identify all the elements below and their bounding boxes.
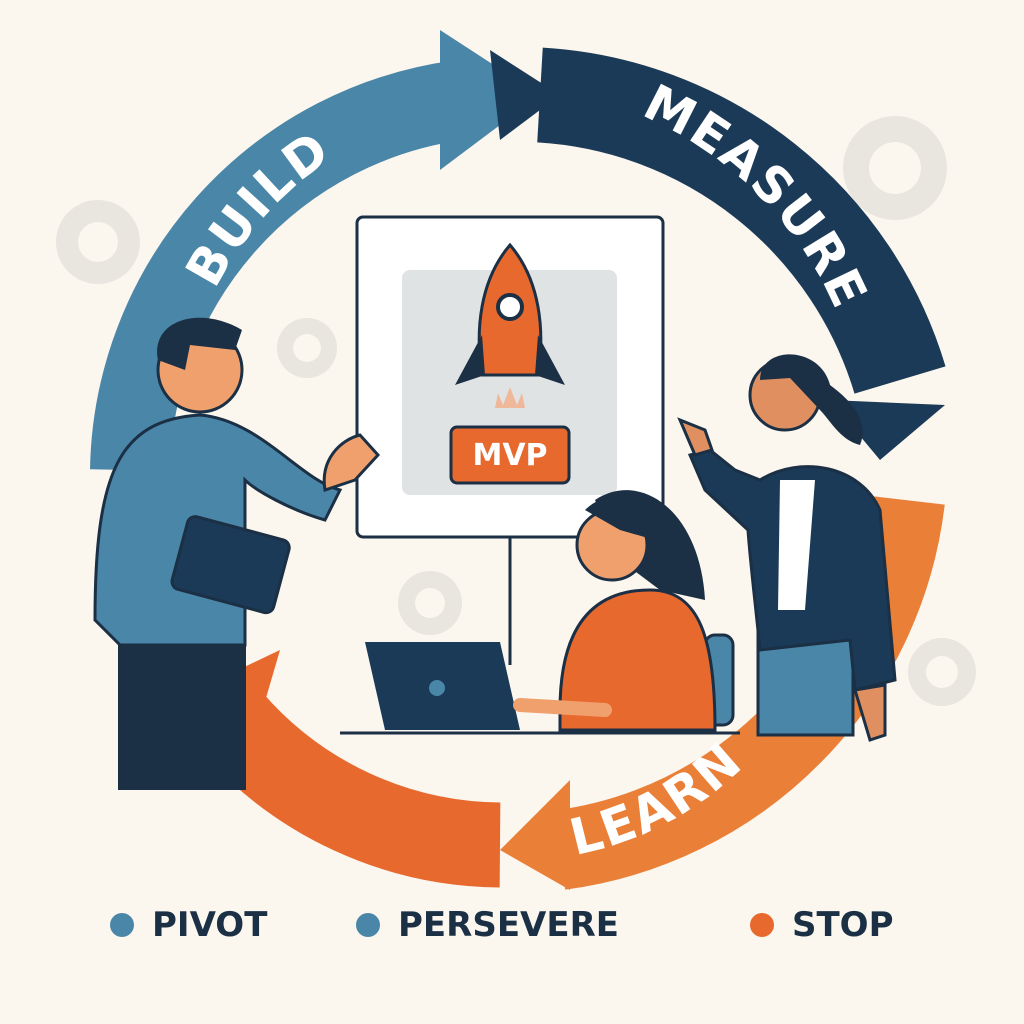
- legend-label: STOP: [792, 905, 894, 945]
- measure-arrow: [490, 47, 946, 460]
- seated-person: [513, 490, 735, 732]
- legend-label: PIVOT: [152, 905, 268, 945]
- legend: PIVOT PERSEVERE STOP: [0, 905, 1024, 955]
- mvp-badge: [449, 425, 571, 485]
- legend-dot: [110, 913, 134, 937]
- presentation-board: [355, 215, 665, 665]
- standing-man: [93, 317, 381, 790]
- standing-woman: [677, 354, 897, 742]
- mvp-badge-label: MVP: [472, 438, 547, 473]
- legend-item-pivot: PIVOT: [110, 905, 267, 945]
- build-arrow: [90, 30, 540, 472]
- legend-item-persevere: PERSEVERE: [356, 905, 619, 945]
- rocket-icon: [455, 242, 565, 408]
- legend-item-stop: STOP: [750, 905, 894, 945]
- legend-label: PERSEVERE: [398, 905, 619, 945]
- legend-dot: [750, 913, 774, 937]
- legend-dot: [356, 913, 380, 937]
- tablet: [170, 515, 291, 615]
